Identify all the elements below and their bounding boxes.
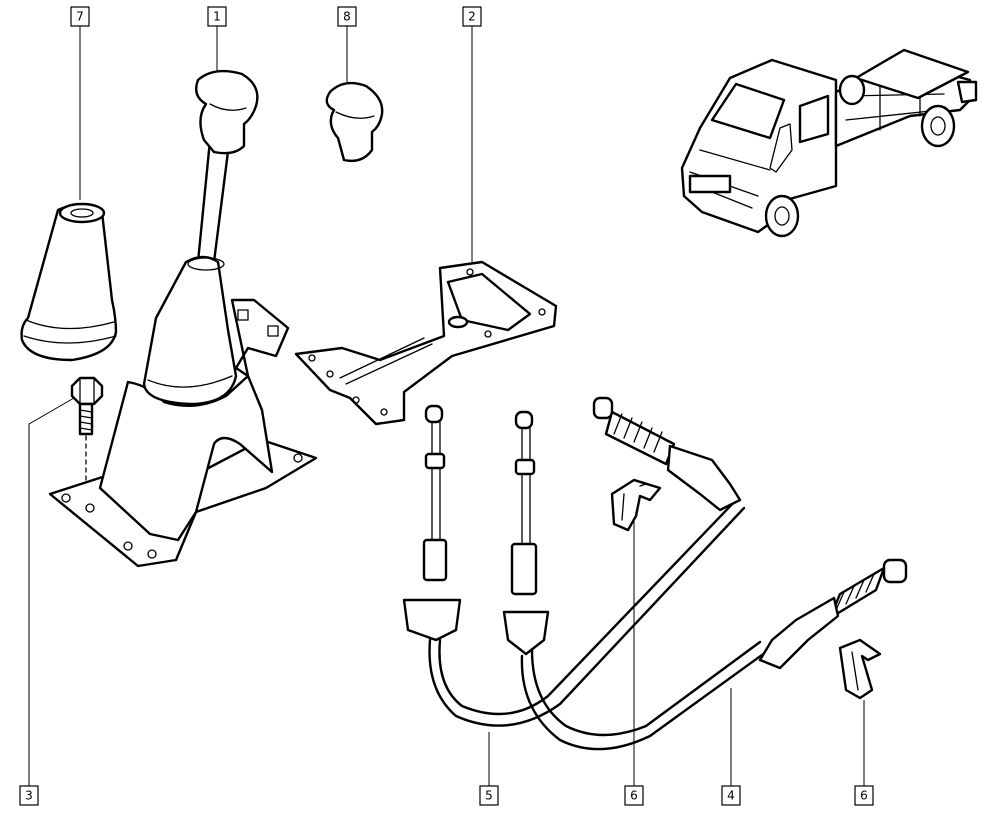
bolt-part <box>70 376 104 497</box>
callout-8: 8 <box>337 6 357 27</box>
van-vehicle-illustration <box>680 48 978 238</box>
callout-6: 6 <box>854 785 874 806</box>
callout-3: 3 <box>19 785 39 806</box>
shifter-housing-part <box>48 255 318 568</box>
callout-1: 1 <box>207 6 227 27</box>
svg-text:6: 6 <box>860 789 868 803</box>
gear-knob-part <box>325 81 384 163</box>
mounting-plate-part <box>294 260 558 426</box>
svg-text:1: 1 <box>213 10 221 24</box>
callout-6: 6 <box>624 785 644 806</box>
svg-text:6: 6 <box>630 789 638 803</box>
cable-clip-part <box>610 478 662 532</box>
gear-lever-part <box>195 69 259 264</box>
callout-7: 7 <box>70 6 90 27</box>
callout-5: 5 <box>479 785 499 806</box>
svg-text:7: 7 <box>76 10 84 24</box>
svg-text:4: 4 <box>727 789 735 803</box>
svg-text:5: 5 <box>485 789 493 803</box>
callout-4: 4 <box>721 785 741 806</box>
svg-text:2: 2 <box>468 10 476 24</box>
cable-clip-part <box>838 638 882 700</box>
gear-boot-part <box>20 202 118 362</box>
callout-2: 2 <box>462 6 482 27</box>
svg-text:8: 8 <box>343 10 351 24</box>
leader-lines <box>28 26 865 786</box>
svg-text:3: 3 <box>25 789 33 803</box>
gear-cables-part <box>402 396 908 751</box>
